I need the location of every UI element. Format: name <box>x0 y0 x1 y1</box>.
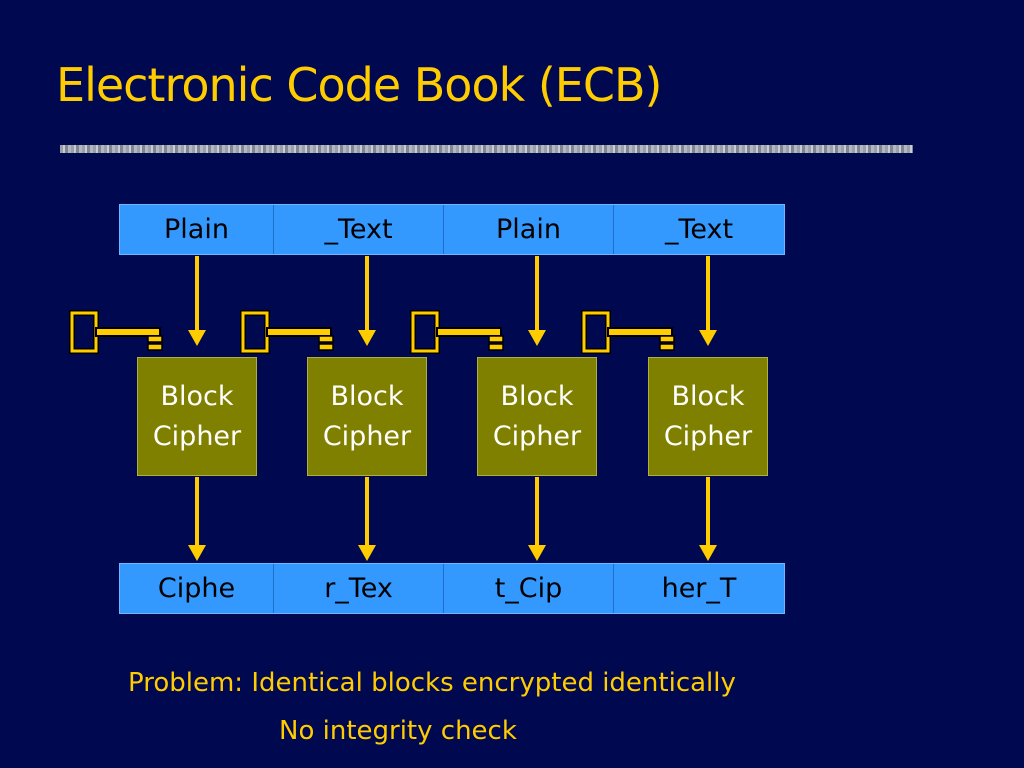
key-icon <box>69 310 163 354</box>
block-cipher-label: Block <box>500 380 574 412</box>
block-cipher-box: Block Cipher <box>648 357 768 476</box>
arrow-down-icon <box>188 477 206 561</box>
ciphertext-row: Ciphe r_Tex t_Cip her_T <box>119 563 785 614</box>
plaintext-row: Plain _Text Plain _Text <box>119 204 785 255</box>
block-cipher-label: Block <box>160 380 234 412</box>
plaintext-cell: Plain <box>444 205 614 254</box>
plaintext-cell: Plain <box>120 205 274 254</box>
ciphertext-cell: Ciphe <box>120 564 274 613</box>
ciphertext-cell: her_T <box>661 573 737 604</box>
arrow-down-icon <box>699 256 717 346</box>
block-cipher-label: Block <box>671 380 745 412</box>
block-cipher-box: Block Cipher <box>137 357 257 476</box>
ciphertext-cell: t_Cip <box>444 564 614 613</box>
block-cipher-label: Cipher <box>152 420 242 452</box>
block-cipher-label: Cipher <box>492 420 582 452</box>
plaintext-cell: _Text <box>274 205 444 254</box>
problem-caption: Problem: Identical blocks encrypted iden… <box>128 668 736 698</box>
block-cipher-box: Block Cipher <box>477 357 597 476</box>
arrow-down-icon <box>528 256 546 346</box>
integrity-caption: No integrity check <box>279 716 517 746</box>
key-icon <box>240 310 334 354</box>
block-cipher-box: Block Cipher <box>307 357 427 476</box>
arrow-down-icon <box>699 477 717 561</box>
title-divider <box>60 145 913 153</box>
arrow-down-icon <box>358 256 376 346</box>
block-cipher-label: Cipher <box>663 420 753 452</box>
plaintext-cell: _Text <box>664 214 734 245</box>
key-icon <box>410 310 504 354</box>
block-cipher-label: Block <box>330 380 404 412</box>
ciphertext-cell: r_Tex <box>274 564 444 613</box>
arrow-down-icon <box>528 477 546 561</box>
arrow-down-icon <box>358 477 376 561</box>
key-icon <box>581 310 675 354</box>
slide-title: Electronic Code Book (ECB) <box>56 58 662 112</box>
arrow-down-icon <box>188 256 206 346</box>
block-cipher-label: Cipher <box>322 420 412 452</box>
